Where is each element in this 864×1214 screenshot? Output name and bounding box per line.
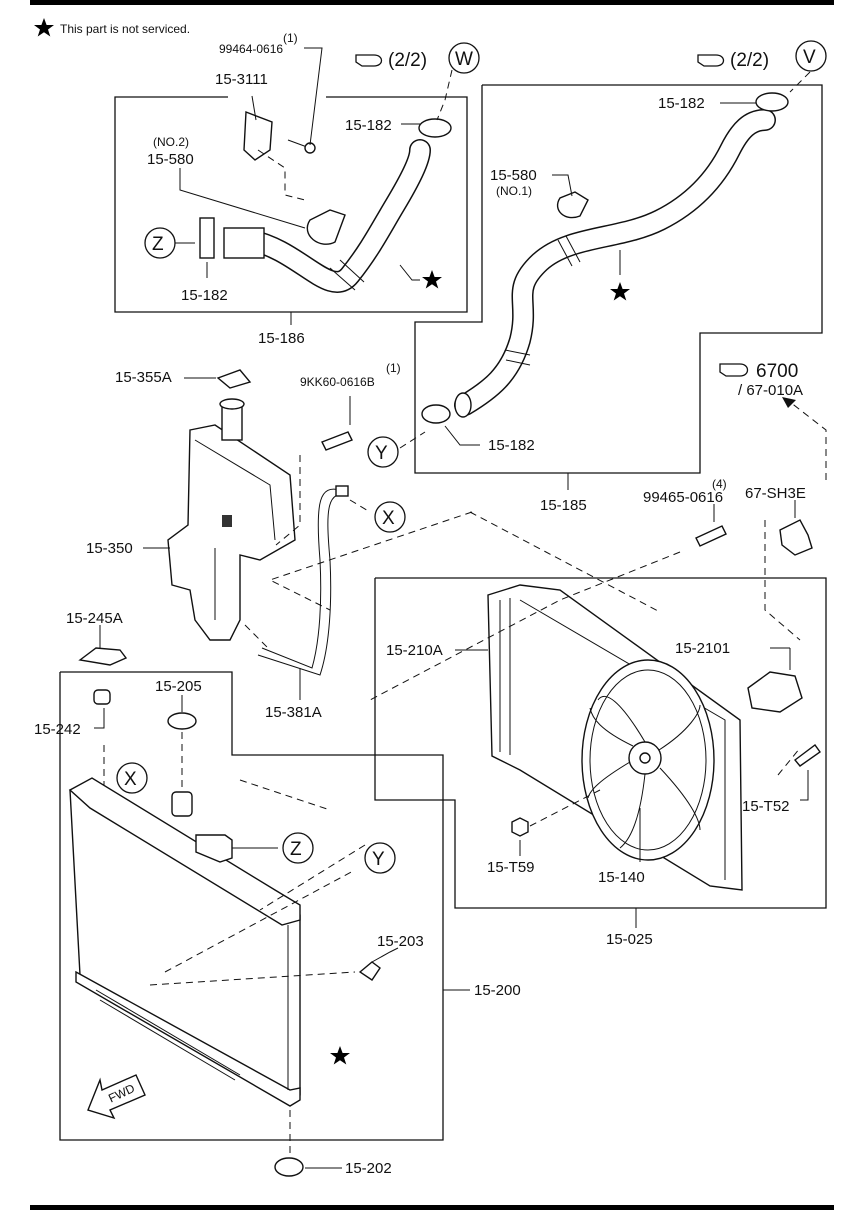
label-15-t59[interactable]: 15-T59 <box>487 859 535 876</box>
label-15-185[interactable]: 15-185 <box>540 497 587 514</box>
cap-15-355a <box>216 369 252 389</box>
callout-w-letter: W <box>455 49 473 70</box>
top-rule <box>30 0 834 5</box>
label-9kk60-0616b[interactable]: 9KK60-0616B <box>300 375 375 389</box>
label-15-140[interactable]: 15-140 <box>598 869 645 886</box>
clamp-15-182-y <box>421 404 451 424</box>
fan-shroud-group-15-025 <box>369 500 827 928</box>
bottom-rule <box>30 1205 834 1210</box>
fwd-arrow-icon <box>87 1074 146 1120</box>
reservoir-tank-15-350 <box>143 369 371 700</box>
mount-15-202 <box>274 1157 304 1177</box>
star-icon <box>610 282 630 301</box>
label-15-580-no1[interactable]: 15-580 <box>490 167 537 184</box>
clamp-15-580-no1 <box>556 191 589 219</box>
label-15-3111[interactable]: 15-3111 <box>215 71 268 88</box>
drain-15-203 <box>358 961 381 981</box>
label-15-200[interactable]: 15-200 <box>474 982 521 999</box>
label-99465-0616[interactable]: 99465-0616 <box>643 489 723 506</box>
label-15-580-no2[interactable]: 15-580 <box>147 151 194 168</box>
not-serviced-note: This part is not serviced. <box>60 22 190 36</box>
label-99465-qty: (4) <box>712 477 727 491</box>
label-9kk60-qty: (1) <box>386 361 401 375</box>
callout-y-bottom-letter: Y <box>372 849 385 870</box>
bracket-15-3111 <box>243 111 273 161</box>
reference-icon <box>719 363 749 377</box>
label-15-202[interactable]: 15-202 <box>345 1160 392 1177</box>
label-99464-0616[interactable]: 99464-0616 <box>219 42 283 56</box>
connector-67-sh3e <box>779 519 813 556</box>
nut-15-t59 <box>511 817 529 837</box>
radiator-upper-tank <box>68 777 301 926</box>
ref-group-sub: / 67-010A <box>738 382 803 399</box>
star-icon <box>422 270 442 289</box>
label-15-355a[interactable]: 15-355A <box>115 369 172 386</box>
label-15-205[interactable]: 15-205 <box>155 678 202 695</box>
clip-15-245a <box>78 647 128 666</box>
cap-15-205 <box>167 712 197 730</box>
ref-w-page: (2/2) <box>388 50 427 71</box>
grommet-15-242 <box>93 689 111 705</box>
callout-y-bottom[interactable] <box>364 842 396 874</box>
callout-w[interactable] <box>448 42 480 74</box>
ref-group-6700[interactable]: 6700 <box>756 361 798 382</box>
label-15-t52[interactable]: 15-T52 <box>742 798 790 815</box>
clamp-15-182-z <box>199 217 215 259</box>
label-15-025[interactable]: 15-025 <box>606 931 653 948</box>
label-15-580-no2-sub: (NO.2) <box>153 135 189 149</box>
callout-z-top-letter: Z <box>152 234 164 255</box>
bolt-99465-0616 <box>695 525 727 547</box>
callout-z-top[interactable] <box>144 227 176 259</box>
clamp-15-182-v <box>755 92 789 112</box>
star-icon <box>330 1046 350 1065</box>
label-15-381a[interactable]: 15-381A <box>265 704 322 721</box>
hose-15-185-group <box>399 71 823 490</box>
label-15-242[interactable]: 15-242 <box>34 721 81 738</box>
callout-x-bottom-letter: X <box>124 769 137 790</box>
callout-y-mid[interactable] <box>367 436 399 468</box>
callout-z-bottom-letter: Z <box>290 839 302 860</box>
radiator-lower-tank <box>75 970 301 1107</box>
hose-end-z <box>223 227 265 259</box>
screw-15-t52 <box>793 744 821 767</box>
radiator-group-15-200 <box>59 671 470 1177</box>
label-15-203[interactable]: 15-203 <box>377 933 424 950</box>
star-icon <box>34 18 54 37</box>
radiator-core-15-200 <box>69 781 301 1103</box>
radiator-inlet <box>195 834 233 863</box>
reference-icon <box>697 54 725 67</box>
motor-15-2101 <box>747 671 803 713</box>
label-15-182-w[interactable]: 15-182 <box>345 117 392 134</box>
ref-v-page: (2/2) <box>730 50 769 71</box>
callout-v[interactable] <box>795 40 827 72</box>
reference-icon <box>355 54 383 67</box>
callout-x-mid-letter: X <box>382 508 395 529</box>
hose-15-186-group <box>114 47 468 325</box>
label-15-186[interactable]: 15-186 <box>258 330 305 347</box>
callout-y-mid-letter: Y <box>375 443 388 464</box>
label-15-182-y[interactable]: 15-182 <box>488 437 535 454</box>
label-15-580-no1-sub: (NO.1) <box>496 184 532 198</box>
label-15-350[interactable]: 15-350 <box>86 540 133 557</box>
clamp-15-580-no2 <box>306 209 346 245</box>
callout-x-bottom[interactable] <box>116 762 148 794</box>
callout-v-letter: V <box>803 47 816 68</box>
label-15-210a[interactable]: 15-210A <box>386 642 443 659</box>
label-99464-qty: (1) <box>283 31 298 45</box>
bolt-9kk60-0616b <box>321 431 353 451</box>
label-15-182-v[interactable]: 15-182 <box>658 95 705 112</box>
label-67-sh3e[interactable]: 67-SH3E <box>745 485 806 502</box>
callout-z-bottom[interactable] <box>282 832 314 864</box>
label-15-2101[interactable]: 15-2101 <box>675 640 730 657</box>
label-15-182-z[interactable]: 15-182 <box>181 287 228 304</box>
callout-x-mid[interactable] <box>374 501 406 533</box>
clamp-15-182-w <box>418 118 452 138</box>
label-15-245a[interactable]: 15-245A <box>66 610 123 627</box>
tube-15-381a <box>261 488 341 669</box>
